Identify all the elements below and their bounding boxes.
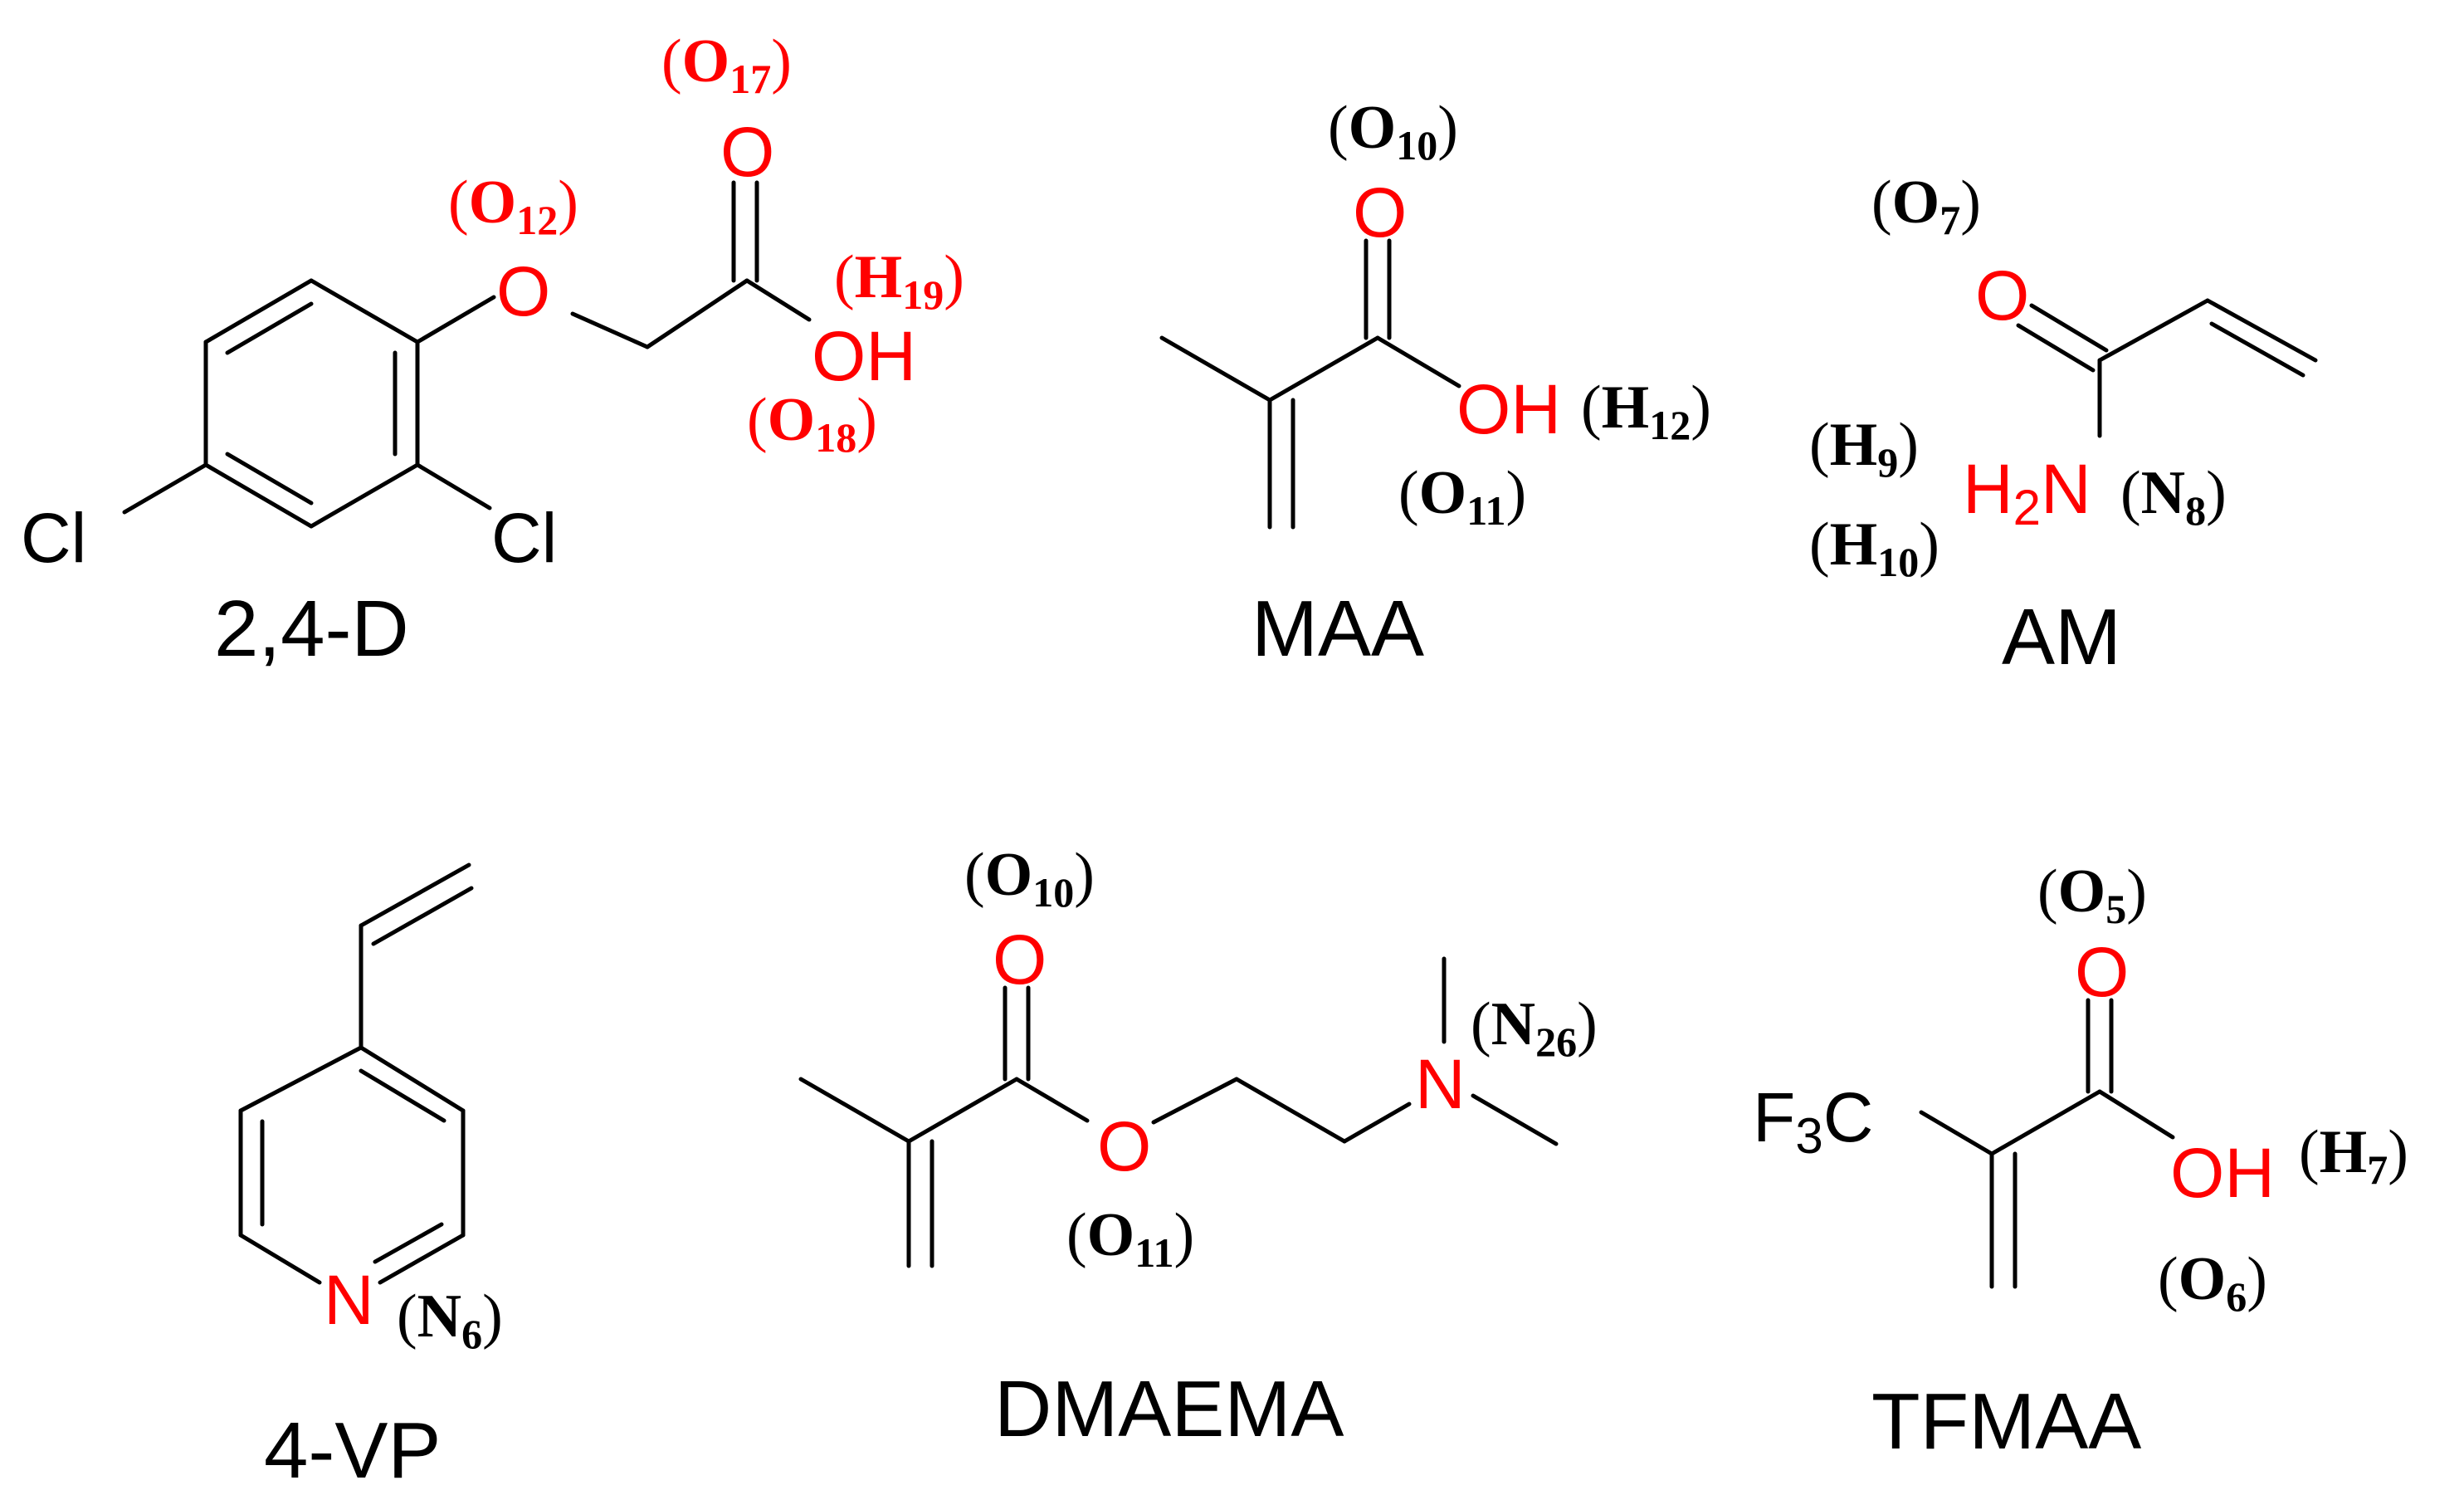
bond (1267, 335, 1380, 403)
label-h12: (H12) (1581, 374, 1711, 448)
bond (415, 462, 492, 511)
bond (1919, 1110, 1994, 1156)
molecule-name-maa: MAA (1252, 584, 1424, 673)
atom-cl-left: Cl (21, 499, 86, 577)
atom-o-ether: O (496, 252, 550, 330)
bond (798, 1077, 911, 1144)
bond (2029, 303, 2109, 353)
bond (1234, 1077, 1347, 1144)
bond (238, 1233, 322, 1285)
label-o11: (O11) (1066, 1201, 1194, 1276)
bond (203, 278, 314, 344)
atom-o-carbonyl: O (1975, 256, 2029, 335)
atom-cl-right: Cl (491, 499, 557, 577)
atom-nh2: H2N (1963, 450, 2091, 535)
bond (225, 301, 314, 355)
molecule-tfmaa: F3C O OH (O5) (H7) (O6) TFMAA (1753, 857, 2408, 1466)
atom-o-carbonyl: O (720, 113, 774, 191)
bond (1989, 1089, 2102, 1156)
bonds-4vp (238, 862, 474, 1285)
bond (1375, 335, 1461, 388)
label-h9: (H9) (1809, 411, 1919, 486)
bond (645, 278, 749, 349)
bond (359, 1068, 446, 1123)
bonds-tfmaa (1919, 998, 2175, 1289)
bond (1471, 1093, 1559, 1146)
bond (906, 1077, 1019, 1144)
bond (744, 278, 812, 322)
bond (359, 862, 471, 928)
bond (2205, 298, 2318, 363)
label-h7: (H7) (2299, 1118, 2408, 1193)
molecule-name-24d: 2,4-D (214, 584, 409, 673)
atom-o-carbonyl: O (993, 921, 1047, 999)
bond (2016, 323, 2096, 373)
label-o10: (O10) (1328, 94, 1458, 169)
atom-n: N (1415, 1045, 1466, 1123)
atom-oh: OH (1456, 370, 1561, 448)
bonds-maa (1159, 238, 1461, 530)
molecule-name-4vp: 4-VP (264, 1406, 441, 1490)
molecule-name-am: AM (2002, 593, 2121, 681)
label-o6: (O6) (2158, 1245, 2267, 1320)
bond (2097, 298, 2210, 363)
bond (373, 1222, 444, 1264)
label-o18: (O18) (747, 386, 877, 461)
atom-o-ester: O (1097, 1107, 1151, 1185)
bond (1159, 335, 1272, 403)
label-o11: (O11) (1398, 459, 1526, 534)
atom-oh: OH (2170, 1134, 2275, 1212)
bond (2097, 1089, 2175, 1140)
bond (415, 295, 496, 344)
bond (1014, 1077, 1090, 1123)
label-o5: (O5) (2037, 857, 2147, 932)
label-n6: (N6) (397, 1282, 503, 1357)
atom-oh: OH (812, 317, 916, 395)
label-o17: (O17) (661, 27, 792, 102)
bond (570, 311, 650, 349)
bond (203, 462, 314, 529)
molecule-maa: O OH (O10) (H12) (O11) MAA (1159, 94, 1711, 673)
bond (309, 462, 420, 529)
bonds-dmaema (798, 956, 1559, 1268)
molecule-name-tfmaa: TFMAA (1871, 1377, 2141, 1466)
bond (122, 462, 208, 515)
bond (1151, 1077, 1239, 1125)
atom-o-carbonyl: O (1353, 173, 1407, 252)
label-h10: (H10) (1809, 511, 1939, 585)
atom-n: N (324, 1261, 374, 1339)
label-o10: (O10) (964, 841, 1095, 916)
bond (2209, 321, 2305, 378)
label-n26: (N26) (1471, 990, 1598, 1065)
label-h19: (H19) (834, 243, 964, 318)
label-n8: (N8) (2120, 459, 2227, 534)
label-o7: (O7) (1871, 169, 1981, 243)
atom-cf3: F3C (1753, 1078, 1873, 1164)
molecule-am: O H2N (O7) (H9) (H10) (N8) AM (1809, 169, 2318, 681)
bond (309, 278, 420, 344)
bond (1342, 1102, 1412, 1144)
molecule-name-dmaema: DMAEMA (994, 1365, 1344, 1453)
bond (225, 452, 314, 506)
atom-o-carbonyl: O (2075, 933, 2129, 1011)
bond (371, 886, 474, 946)
bond (359, 1045, 466, 1113)
bond (238, 1045, 364, 1113)
bonds-24d (122, 180, 812, 529)
molecule-24d: O O OH Cl Cl (O17) (O12) (H19) (O18) 2,4… (21, 27, 964, 673)
label-o12: (O12) (448, 169, 578, 243)
bonds-am (2016, 298, 2318, 438)
molecule-dmaema: O O N (O10) (O11) (N26) DMAEMA (798, 841, 1598, 1453)
bond (378, 1233, 466, 1285)
molecule-4vp: N (N6) 4-VP (238, 862, 503, 1490)
